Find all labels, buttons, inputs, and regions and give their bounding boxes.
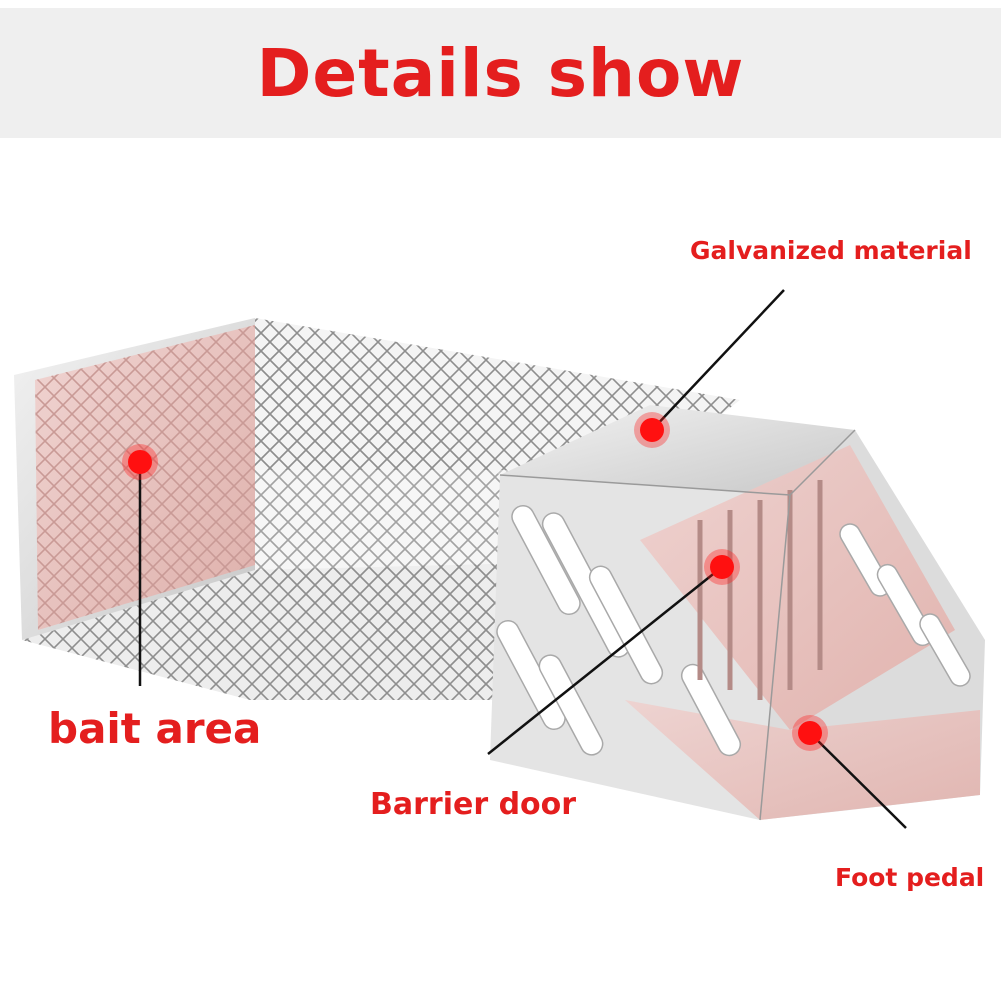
cage-front-mesh bbox=[250, 318, 500, 700]
box-top bbox=[500, 405, 855, 495]
slot-6 bbox=[680, 663, 742, 757]
page-title: Details show bbox=[256, 34, 745, 112]
label-bait-area: bait area bbox=[48, 704, 262, 753]
bait-end-panel bbox=[14, 318, 255, 640]
label-barrier-door: Barrier door bbox=[370, 787, 577, 822]
barrier-door-panel bbox=[640, 445, 955, 730]
slot-1 bbox=[511, 504, 581, 616]
dot-barrier bbox=[710, 555, 734, 579]
leader-galvanized bbox=[651, 289, 785, 431]
end-slot-3 bbox=[919, 613, 971, 687]
marker-dots bbox=[122, 412, 828, 751]
end-slot-2 bbox=[876, 563, 934, 647]
end-slots bbox=[839, 523, 971, 687]
dot-foot bbox=[798, 721, 822, 745]
dot-bait bbox=[128, 450, 152, 474]
end-panel-mesh bbox=[35, 325, 255, 630]
box-edges bbox=[499, 429, 856, 821]
leader-barrier bbox=[487, 566, 723, 755]
box-edge-corner bbox=[759, 494, 791, 821]
slot-3 bbox=[588, 565, 664, 685]
leader-lines bbox=[138, 289, 907, 829]
title-banner: Details show bbox=[0, 8, 1001, 138]
entry-box bbox=[490, 405, 985, 821]
door-bars bbox=[697, 480, 823, 700]
label-galvanized-material: Galvanized material bbox=[690, 236, 972, 265]
slot-5 bbox=[538, 654, 604, 756]
side-slots bbox=[496, 504, 742, 757]
leader-foot bbox=[809, 732, 907, 829]
dot-galvanized bbox=[640, 418, 664, 442]
label-foot-pedal: Foot pedal bbox=[835, 863, 985, 892]
